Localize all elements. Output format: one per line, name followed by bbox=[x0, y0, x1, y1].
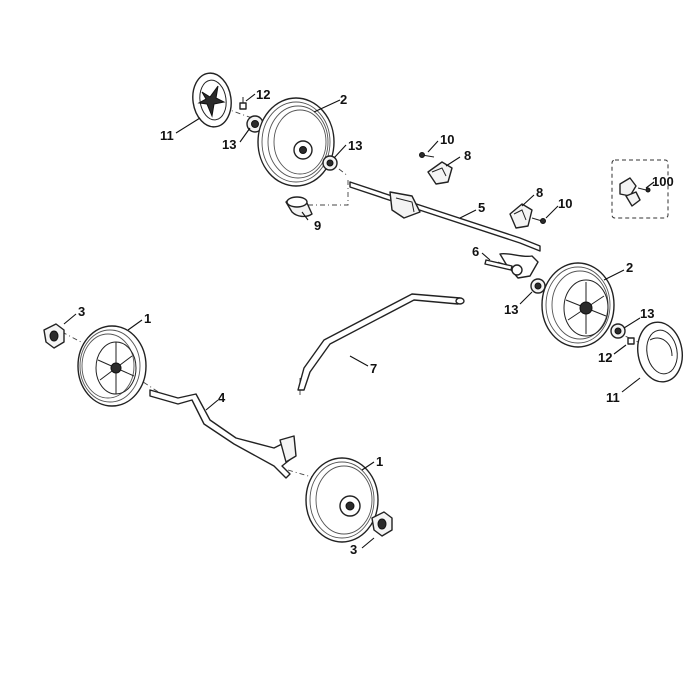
screw-upper bbox=[419, 152, 435, 158]
callout-labels: 11 12 13 2 13 10 8 8 10 100 5 6 9 2 13 1… bbox=[78, 87, 674, 557]
callout-8-lower: 8 bbox=[536, 185, 543, 200]
clip-lower bbox=[509, 203, 533, 229]
adjustment-knob bbox=[285, 196, 313, 218]
callout-9: 9 bbox=[314, 218, 321, 233]
front-axle bbox=[149, 389, 297, 479]
hubcap-upper-left bbox=[192, 72, 232, 128]
callout-3-lower: 3 bbox=[350, 542, 357, 557]
front-wheel-lower bbox=[305, 457, 379, 543]
callout-5: 5 bbox=[478, 200, 485, 215]
repair-kit-box bbox=[611, 159, 669, 219]
callout-13-right-inner: 13 bbox=[504, 302, 518, 317]
callout-12-right: 12 bbox=[598, 350, 612, 365]
callout-2-right: 2 bbox=[626, 260, 633, 275]
callout-12-upper: 12 bbox=[256, 87, 270, 102]
callout-13-right-outer: 13 bbox=[640, 306, 654, 321]
screw-right bbox=[627, 337, 635, 345]
screw-lower bbox=[531, 217, 546, 224]
callout-1-left: 1 bbox=[144, 311, 151, 326]
callout-4: 4 bbox=[218, 390, 226, 405]
callout-10-upper: 10 bbox=[440, 132, 454, 147]
callout-100: 100 bbox=[652, 174, 674, 189]
rear-wheel-upper bbox=[257, 97, 335, 187]
callout-11-right: 11 bbox=[606, 390, 620, 405]
adjustment-rod bbox=[297, 293, 465, 391]
callout-3-left: 3 bbox=[78, 304, 85, 319]
hub-nut-left bbox=[43, 323, 65, 349]
rear-wheel-right bbox=[541, 262, 615, 348]
callout-1-lower: 1 bbox=[376, 454, 383, 469]
callout-2-upper: 2 bbox=[340, 92, 347, 107]
leader-lines bbox=[63, 93, 655, 549]
bearing-right-inner bbox=[530, 278, 546, 294]
hubcap-right bbox=[637, 321, 683, 383]
clip-upper bbox=[427, 161, 453, 185]
callout-13-upper-left: 13 bbox=[222, 137, 236, 152]
bearing-upper-right bbox=[322, 155, 338, 171]
hub-nut-lower bbox=[371, 511, 393, 537]
callout-6: 6 bbox=[472, 244, 479, 259]
callout-8-upper: 8 bbox=[464, 148, 471, 163]
callout-10-lower: 10 bbox=[558, 196, 572, 211]
bearing-right-outer bbox=[610, 323, 626, 339]
front-wheel-left bbox=[77, 325, 147, 407]
callout-11-upper: 11 bbox=[160, 128, 174, 143]
screw-upper-left bbox=[239, 97, 247, 110]
pin bbox=[484, 259, 513, 271]
callout-13-upper-right: 13 bbox=[348, 138, 362, 153]
rear-axle bbox=[349, 181, 541, 279]
callout-7: 7 bbox=[370, 361, 377, 376]
